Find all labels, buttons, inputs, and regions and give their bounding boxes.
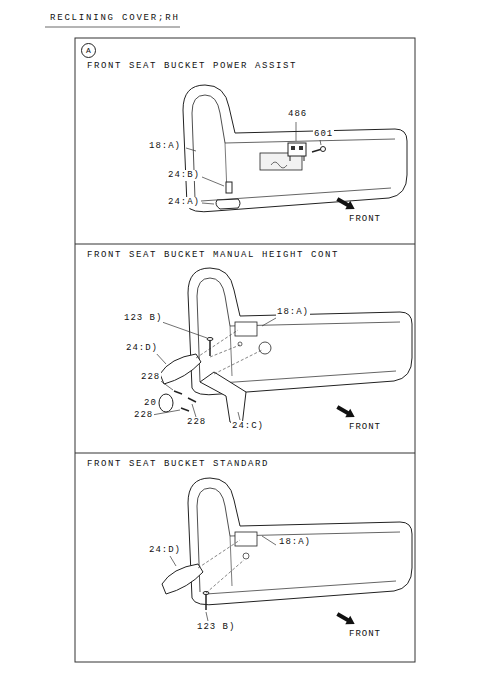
callout-number: 228 xyxy=(186,417,207,428)
title-underline xyxy=(45,27,180,28)
panel-heading: FRONT SEAT BUCKET POWER ASSIST xyxy=(87,61,414,72)
reclining-cover xyxy=(188,268,412,395)
outer-frame xyxy=(75,38,415,662)
panel-divider xyxy=(75,244,415,245)
callout-number: 18:A) xyxy=(278,537,312,548)
panel-heading: FRONT SEAT BUCKET STANDARD xyxy=(87,459,414,470)
screw-601 xyxy=(312,147,326,153)
direction-label: FRONT xyxy=(348,422,382,433)
reclining-cover xyxy=(188,478,412,605)
switch-486 xyxy=(288,143,306,161)
callout-number: 18:A) xyxy=(148,141,182,152)
front-arrow xyxy=(335,403,357,422)
callout-number: 20 xyxy=(143,398,158,409)
leader-lines xyxy=(186,122,321,204)
assembly-lines xyxy=(198,540,244,593)
callout-number: 123 B) xyxy=(123,313,163,324)
knob-24d xyxy=(162,564,203,594)
part-24b xyxy=(226,182,232,193)
part-24a xyxy=(216,199,240,209)
callout-number: 601 xyxy=(313,129,334,140)
reclining-cover xyxy=(183,85,407,212)
callout-number: 24:D) xyxy=(148,545,182,556)
leader-lines xyxy=(152,318,276,420)
view-marker: A xyxy=(81,43,96,58)
callout-number: 123 B) xyxy=(196,622,236,633)
view-letter: A xyxy=(86,46,91,55)
direction-label: FRONT xyxy=(348,214,382,225)
screws-228 xyxy=(174,391,196,411)
cap-20 xyxy=(159,394,173,412)
screw-123b xyxy=(207,338,213,357)
callout-number: 228 xyxy=(140,372,161,383)
callout-number: 24:D) xyxy=(125,343,159,354)
callout-number: 18:A) xyxy=(276,307,310,318)
front-arrow xyxy=(335,610,357,629)
panel-divider xyxy=(75,453,415,454)
callout-number: 24:C) xyxy=(231,421,265,432)
panel-heading: FRONT SEAT BUCKET MANUAL HEIGHT CONT xyxy=(87,250,414,261)
callout-number: 486 xyxy=(287,109,308,120)
callout-number: 24:A) xyxy=(167,197,201,208)
callout-number: 228 xyxy=(133,410,154,421)
direction-label: FRONT xyxy=(348,629,382,640)
front-arrow xyxy=(335,195,357,214)
knob-24d xyxy=(160,354,201,384)
diagram-title: RECLINING COVER;RH xyxy=(50,13,180,24)
screw-123b xyxy=(203,592,209,611)
callout-number: 24:B) xyxy=(167,170,201,181)
assembly-lines xyxy=(196,330,262,374)
leader-lines xyxy=(170,536,276,621)
